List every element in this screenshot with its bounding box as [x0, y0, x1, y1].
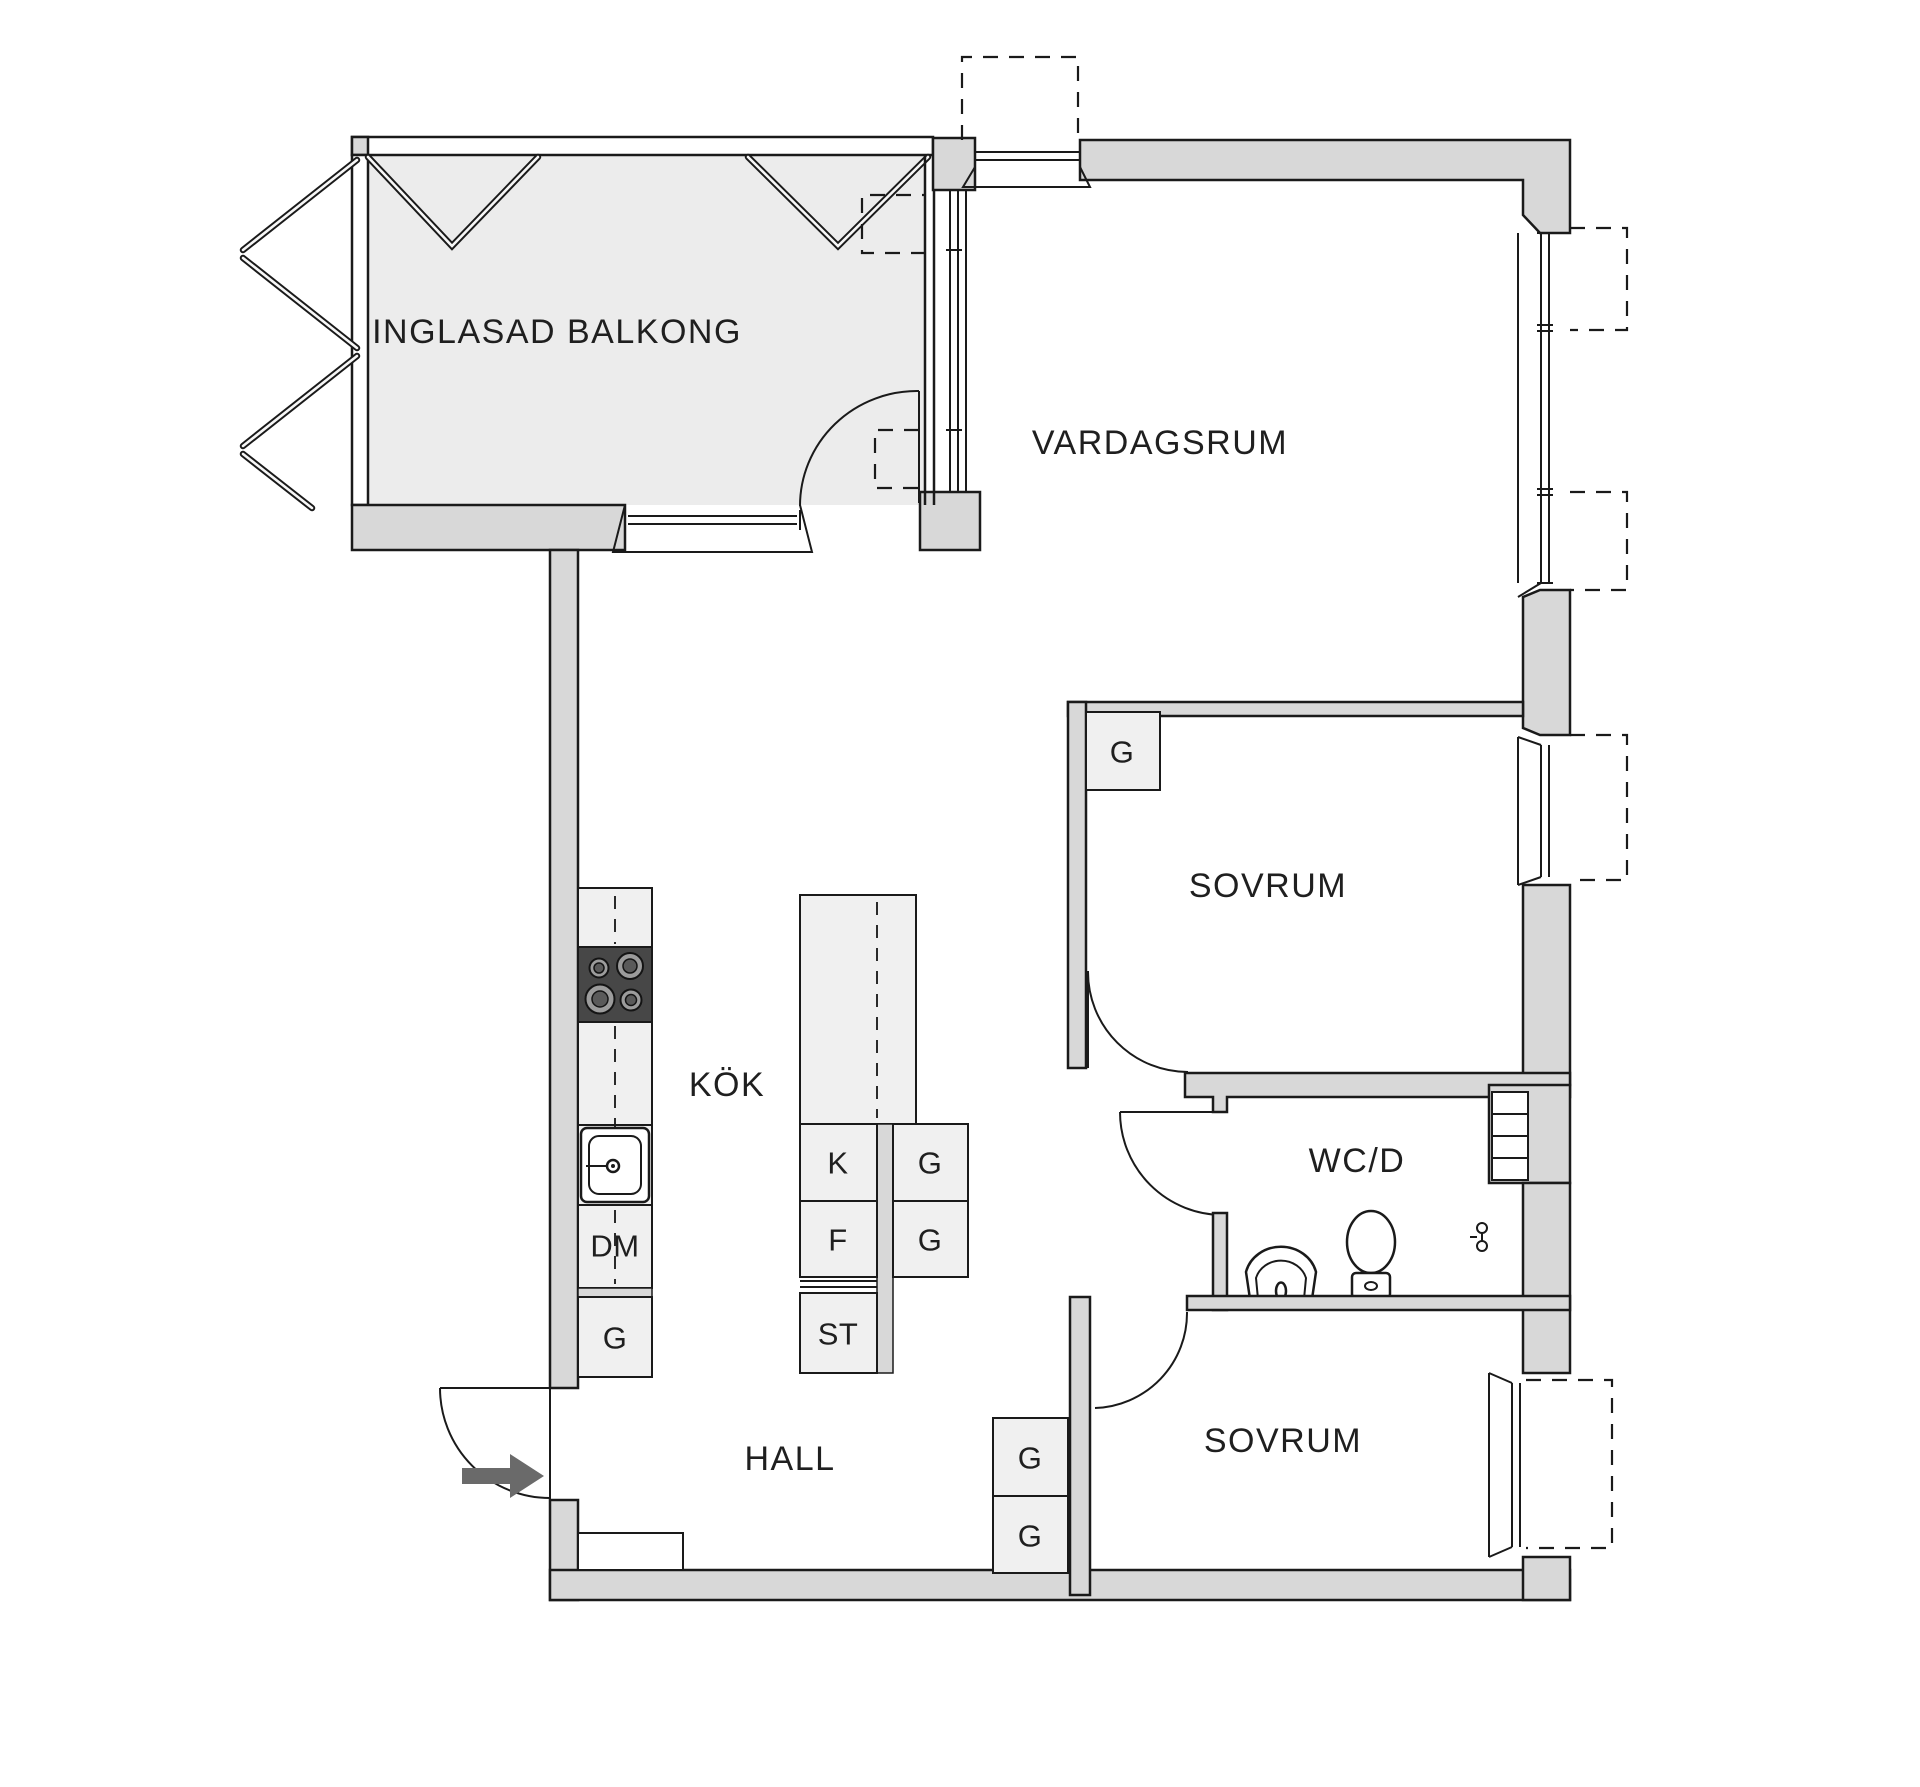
east-wall-block-2	[1521, 883, 1572, 1087]
kitchen-wardrobe	[577, 1296, 653, 1378]
wc-door	[1119, 1111, 1227, 1216]
living-label: VARDAGSRUM	[1032, 424, 1288, 462]
balcony-living-wall	[923, 155, 967, 505]
living-dashed-box-north	[960, 55, 1080, 140]
counter-gap	[577, 1287, 653, 1298]
bedroom2-door	[1094, 1311, 1189, 1409]
island-divider-wall	[876, 1123, 894, 1374]
island-wardrobe-bottom	[892, 1200, 969, 1278]
living-window-east	[1517, 232, 1553, 598]
island-wardrobe-bottom-label: G	[918, 1223, 943, 1258]
living-dashed-box-east-2	[1570, 490, 1629, 592]
bedroom2-room: SOVRUM	[1068, 1294, 1614, 1597]
bedroom2-top-wall	[1185, 1294, 1572, 1312]
balcony-top-wall	[350, 135, 935, 157]
kitchen-room: DM G KÖK	[577, 887, 765, 1378]
living-top-wall	[1078, 138, 1572, 235]
balcony-label: INGLASAD BALKONG	[372, 313, 742, 351]
bedroom2-label: SOVRUM	[1204, 1422, 1362, 1460]
balcony-dashed-box-top	[860, 193, 926, 255]
east-wall-block-1	[1521, 588, 1572, 737]
freezer-label: F	[828, 1223, 847, 1258]
east-wall-block-3	[1521, 1181, 1572, 1375]
bedroom2-window-east	[1488, 1372, 1521, 1558]
bedroom1-label: SOVRUM	[1189, 867, 1347, 905]
living-window-west	[946, 189, 962, 493]
hall-wardrobe-bottom-label: G	[1018, 1519, 1043, 1554]
living-room: VARDAGSRUM	[931, 55, 1629, 737]
balcony-left-wall	[350, 153, 370, 507]
balcony-bottom-wall	[350, 503, 627, 552]
stove-burners-icon	[584, 952, 644, 1015]
cleaning-label: ST	[818, 1317, 859, 1352]
island-tall-cabinet	[799, 894, 917, 1125]
toilet-icon	[1345, 1209, 1397, 1300]
balcony-corner-post	[350, 135, 370, 157]
bedroom1-wardrobe	[1085, 711, 1161, 791]
bedroom1-window-east	[1517, 736, 1550, 886]
entrance-door	[439, 1387, 551, 1500]
fridge-cabinet	[799, 1123, 878, 1202]
balcony-open-glazing-icon	[239, 156, 361, 512]
hall-room: G G HALL	[439, 1387, 1069, 1574]
bedroom2-left-wall	[1068, 1295, 1092, 1597]
hall-wardrobe-bottom	[992, 1495, 1069, 1574]
wc-label: WC/D	[1309, 1142, 1406, 1180]
entrance-arrow-icon	[462, 1454, 544, 1498]
washbasin-icon	[1244, 1245, 1318, 1301]
balcony-glazing-icon	[364, 153, 932, 251]
sink-icon	[579, 1126, 651, 1204]
living-dashed-box-east-1	[1570, 226, 1629, 332]
bedroom1-dashed-box-east	[1570, 733, 1629, 882]
balcony-door	[799, 389, 920, 507]
balcony-living-corner-block	[918, 490, 982, 552]
wc-shaft-window	[1491, 1091, 1529, 1181]
hall-bench	[577, 1532, 684, 1571]
west-wall-upper	[548, 548, 580, 1390]
bedroom1-room: G SOVRUM	[1066, 700, 1629, 1073]
bedroom1-left-wall	[1066, 700, 1088, 1070]
bedroom1-door	[1087, 971, 1189, 1073]
bedroom1-wardrobe-label: G	[1110, 735, 1135, 770]
southeast-corner-block	[1521, 1555, 1572, 1602]
top-corner-block-west	[931, 136, 977, 192]
kitchen-wardrobe-label: G	[603, 1321, 628, 1356]
kitchen-island: K F ST G G	[799, 894, 969, 1374]
south-wall	[548, 1568, 1572, 1602]
balcony-room: INGLASAD BALKONG	[239, 135, 982, 552]
shower-mixer-icon	[1470, 1222, 1488, 1252]
bedroom2-dashed-box-east	[1526, 1378, 1614, 1550]
fridge-label: K	[827, 1146, 848, 1181]
kitchen-window	[611, 504, 814, 553]
hall-label: HALL	[744, 1440, 835, 1478]
freezer-cabinet	[799, 1200, 878, 1278]
balcony-floor	[368, 155, 925, 505]
dishwasher-label: DM	[590, 1229, 639, 1264]
living-window-north	[961, 146, 1092, 188]
cleaning-cabinet	[799, 1292, 878, 1374]
kitchen-label: KÖK	[689, 1066, 765, 1104]
island-wardrobe-top-label: G	[918, 1146, 943, 1181]
hall-wardrobe-top-label: G	[1018, 1441, 1043, 1476]
wc-room: WC/D	[1119, 1071, 1572, 1312]
